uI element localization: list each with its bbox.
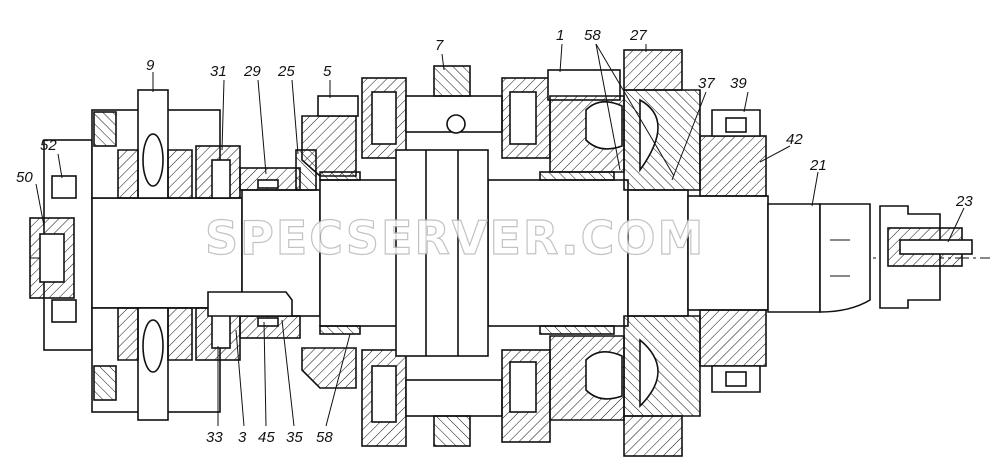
label-31: 31 bbox=[210, 63, 227, 80]
label-3: 3 bbox=[238, 429, 247, 446]
label-27: 27 bbox=[629, 27, 647, 44]
synchronizer-7 bbox=[361, 65, 551, 447]
label-58-bottom: 58 bbox=[316, 429, 333, 446]
label-21: 21 bbox=[809, 157, 827, 174]
part-labels: 9 31 29 25 5 7 1 58 27 37 39 42 21 23 52… bbox=[16, 27, 973, 446]
label-37: 37 bbox=[698, 75, 715, 92]
label-7: 7 bbox=[435, 37, 444, 54]
label-29: 29 bbox=[243, 63, 261, 80]
hub-5 bbox=[301, 95, 359, 389]
leader-lines-bottom bbox=[217, 319, 351, 427]
left-flange bbox=[29, 139, 93, 351]
label-42: 42 bbox=[786, 131, 803, 148]
watermark: SPECSERVER.COM bbox=[205, 211, 705, 265]
label-58-top: 58 bbox=[584, 27, 601, 44]
label-45: 45 bbox=[258, 429, 275, 446]
synchronizer-39 bbox=[699, 109, 767, 393]
leader-lines bbox=[35, 43, 965, 243]
right-coupling bbox=[879, 205, 973, 309]
needle-bearings bbox=[319, 149, 615, 357]
label-39: 39 bbox=[730, 75, 747, 92]
label-52: 52 bbox=[40, 137, 57, 154]
label-23: 23 bbox=[955, 193, 973, 210]
label-9: 9 bbox=[146, 57, 155, 74]
label-1: 1 bbox=[556, 27, 564, 44]
label-25: 25 bbox=[277, 63, 295, 80]
label-33: 33 bbox=[206, 429, 223, 446]
gear-1 bbox=[547, 69, 625, 421]
gear-27 bbox=[623, 49, 701, 457]
label-5: 5 bbox=[323, 63, 332, 80]
main-shaft bbox=[91, 179, 871, 327]
label-50: 50 bbox=[16, 169, 33, 186]
label-35: 35 bbox=[286, 429, 303, 446]
